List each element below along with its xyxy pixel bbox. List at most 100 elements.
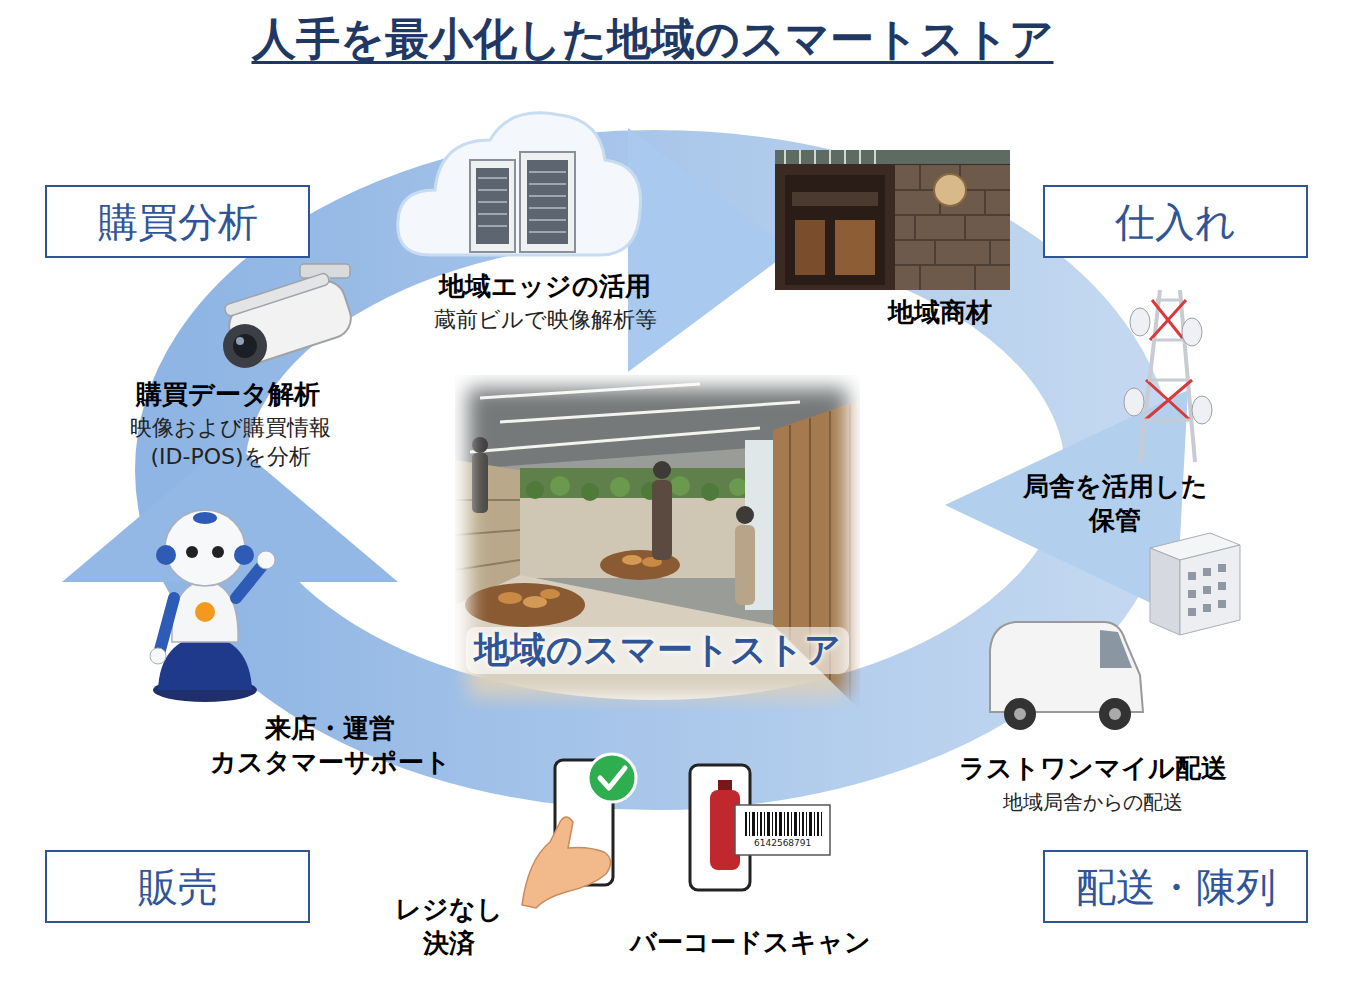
cloud-server-icon — [398, 113, 641, 255]
stage-box: 配送・陳列 — [1043, 850, 1308, 923]
delivery-van-icon — [1099, 698, 1131, 730]
step-label: 地域エッジの活用 — [439, 270, 651, 304]
shop-photo — [795, 220, 825, 275]
step-label: ラストワンマイル配送 — [959, 752, 1227, 786]
shop-photo — [934, 174, 966, 206]
cloud-server-icon — [398, 113, 641, 255]
robot-icon — [234, 545, 254, 565]
office-building-icon — [1188, 564, 1226, 616]
cloud-server-icon — [478, 172, 566, 232]
store-photo — [520, 468, 750, 578]
robot-icon — [257, 551, 275, 569]
smartphone-payment-icon — [522, 817, 611, 908]
stage-label: 販売 — [138, 861, 218, 913]
security-camera-icon — [222, 264, 356, 368]
radio-tower-icon — [1145, 300, 1192, 420]
office-building-icon — [1180, 545, 1240, 635]
step-label: レジなし 決済 — [391, 893, 506, 961]
radio-tower-icon — [1124, 388, 1144, 416]
store-photo — [523, 596, 547, 608]
store-photo — [701, 483, 719, 501]
cloud-server-icon — [520, 152, 575, 252]
security-camera-icon — [233, 334, 257, 358]
robot-icon — [236, 566, 262, 598]
store-photo — [455, 560, 520, 570]
store-photo — [849, 404, 851, 700]
robot-icon — [195, 602, 215, 622]
store-photo — [472, 437, 488, 453]
store-photo — [729, 478, 747, 496]
delivery-van-icon — [990, 622, 1143, 730]
store-photo — [455, 575, 860, 710]
cloud-server-icon — [470, 160, 515, 252]
store-photo — [540, 589, 560, 599]
step-label: 来店・運営 カスタマーサポート — [205, 712, 455, 780]
store-photo — [472, 453, 488, 513]
shop-photo — [792, 192, 878, 206]
shop-photo — [775, 150, 1010, 290]
radio-tower-icon — [1182, 318, 1202, 346]
robot-icon — [165, 510, 245, 586]
shop-photo — [835, 220, 875, 275]
shop-photo — [785, 175, 885, 285]
store-photo — [581, 483, 599, 501]
radio-tower-icon — [1144, 300, 1192, 420]
store-photo — [789, 425, 791, 640]
store-label: 地域のスマートストア — [466, 627, 849, 674]
delivery-van-icon — [1100, 630, 1132, 668]
barcode-scan-icon — [690, 765, 830, 890]
security-camera-icon — [223, 324, 267, 368]
store-photo — [455, 375, 860, 710]
radio-tower-icon — [1192, 396, 1212, 424]
note-label: 映像および購買情報 (ID-POS)を分析 — [123, 414, 338, 471]
stage-label: 仕入れ — [1115, 196, 1236, 248]
store-photo — [622, 555, 642, 565]
store-photo — [670, 476, 690, 496]
diagram-title: 人手を最小化した地域のスマートストア — [0, 10, 1305, 69]
stage-box: 購買分析 — [45, 185, 310, 258]
security-camera-icon — [236, 337, 244, 345]
robot-icon — [160, 598, 174, 650]
shop-photo — [895, 165, 1010, 290]
robot-icon — [193, 512, 217, 524]
smartphone-payment-icon — [522, 754, 636, 908]
store-photo — [455, 375, 860, 710]
store-photo — [498, 592, 522, 604]
stage-box: 仕入れ — [1043, 185, 1308, 258]
stage-label: 配送・陳列 — [1076, 861, 1276, 913]
store-photo — [455, 530, 520, 535]
cycle-ring — [628, 128, 792, 372]
store-photo — [480, 384, 700, 398]
store-photo — [735, 525, 755, 605]
delivery-van-icon — [1004, 698, 1036, 730]
store-photo — [470, 428, 760, 452]
step-label: 購買データ解析 — [136, 378, 320, 412]
barcode-scan-icon — [735, 805, 830, 855]
store-photo — [736, 506, 754, 524]
office-building-icon — [1150, 533, 1240, 635]
note-label: 6142568791 — [754, 838, 811, 850]
store-photo — [653, 461, 671, 479]
robot-icon — [186, 546, 198, 558]
delivery-van-icon — [1014, 708, 1026, 720]
barcode-scan-icon — [745, 812, 822, 836]
stage-label: 購買分析 — [98, 196, 258, 248]
smartphone-payment-icon — [588, 754, 636, 802]
office-building-icon — [1150, 548, 1180, 635]
store-photo-panel: 地域のスマートストア — [455, 375, 860, 710]
robot-icon — [172, 580, 238, 642]
store-photo — [465, 583, 585, 627]
robot-icon — [156, 545, 176, 565]
store-photo — [652, 480, 672, 560]
store-photo — [610, 477, 630, 497]
robot-icon — [150, 648, 166, 664]
smartphone-payment-icon — [600, 768, 625, 788]
note-label: 地域局舎からの配送 — [1003, 789, 1183, 815]
step-label: バーコードスキャン — [630, 926, 871, 960]
robot-icon — [150, 510, 275, 702]
delivery-van-icon — [1109, 708, 1121, 720]
radio-tower-icon — [1130, 308, 1150, 336]
delivery-van-icon — [990, 622, 1143, 712]
security-camera-icon — [222, 269, 356, 368]
